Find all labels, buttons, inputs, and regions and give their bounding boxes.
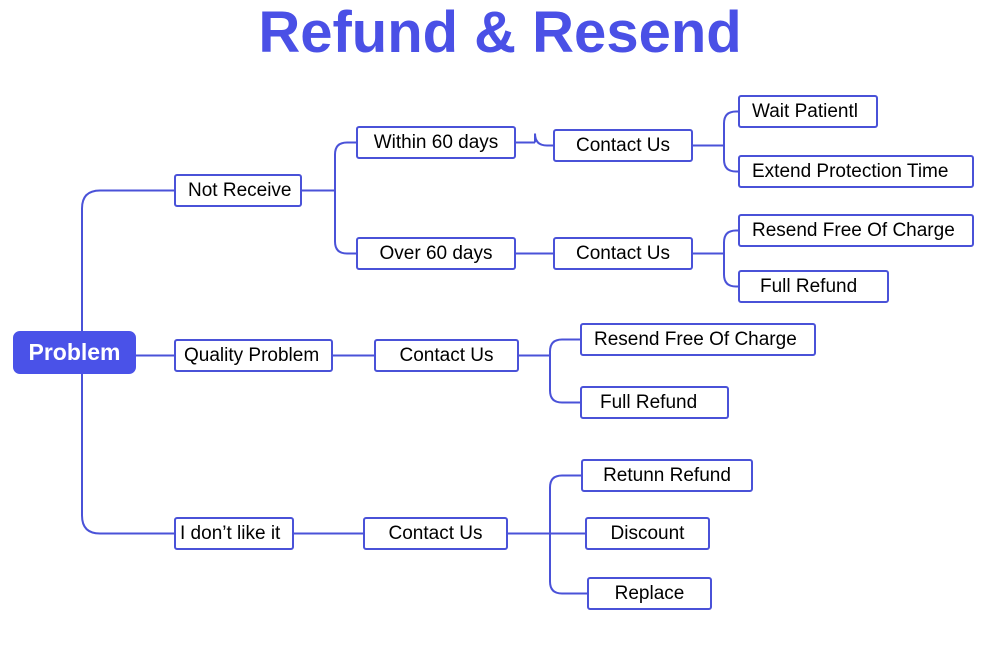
connector-line xyxy=(549,355,580,404)
node-quality-problem: Quality Problem xyxy=(174,339,333,372)
connector-line xyxy=(723,253,738,288)
option-wait-patiently: Wait Patientl xyxy=(738,95,878,128)
connector-line xyxy=(534,133,553,147)
option-discount: Discount xyxy=(585,517,710,550)
root-node-problem: Problem xyxy=(13,331,136,374)
connector-line xyxy=(549,533,587,595)
connector-line xyxy=(549,338,580,356)
diagram-title: Refund & Resend xyxy=(258,0,742,65)
connector-line xyxy=(723,145,738,173)
connector-line xyxy=(723,229,738,254)
connector-line xyxy=(334,190,356,255)
connector-line xyxy=(723,110,738,146)
node-contact-us-over-60: Contact Us xyxy=(553,237,693,270)
node-within-60-days: Within 60 days xyxy=(356,126,516,159)
option-replace: Replace xyxy=(587,577,712,610)
option-extend-protection-time: Extend Protection Time xyxy=(738,155,974,188)
node-not-receive: Not Receive xyxy=(174,174,302,207)
connector-line xyxy=(81,189,174,331)
connector-line xyxy=(549,474,581,534)
node-contact-us-dislike: Contact Us xyxy=(363,517,508,550)
connector-line xyxy=(334,141,356,191)
option-full-refund-quality: Full Refund xyxy=(580,386,729,419)
node-dont-like-it: I don’t like it xyxy=(174,517,294,550)
option-return-refund: Retunn Refund xyxy=(581,459,753,492)
node-over-60-days: Over 60 days xyxy=(356,237,516,270)
option-resend-free-quality: Resend Free Of Charge xyxy=(580,323,816,356)
option-resend-free-over-60: Resend Free Of Charge xyxy=(738,214,974,247)
node-contact-us-quality: Contact Us xyxy=(374,339,519,372)
connector-line xyxy=(81,374,174,535)
option-full-refund-over-60: Full Refund xyxy=(738,270,889,303)
node-contact-us-within-60: Contact Us xyxy=(553,129,693,162)
